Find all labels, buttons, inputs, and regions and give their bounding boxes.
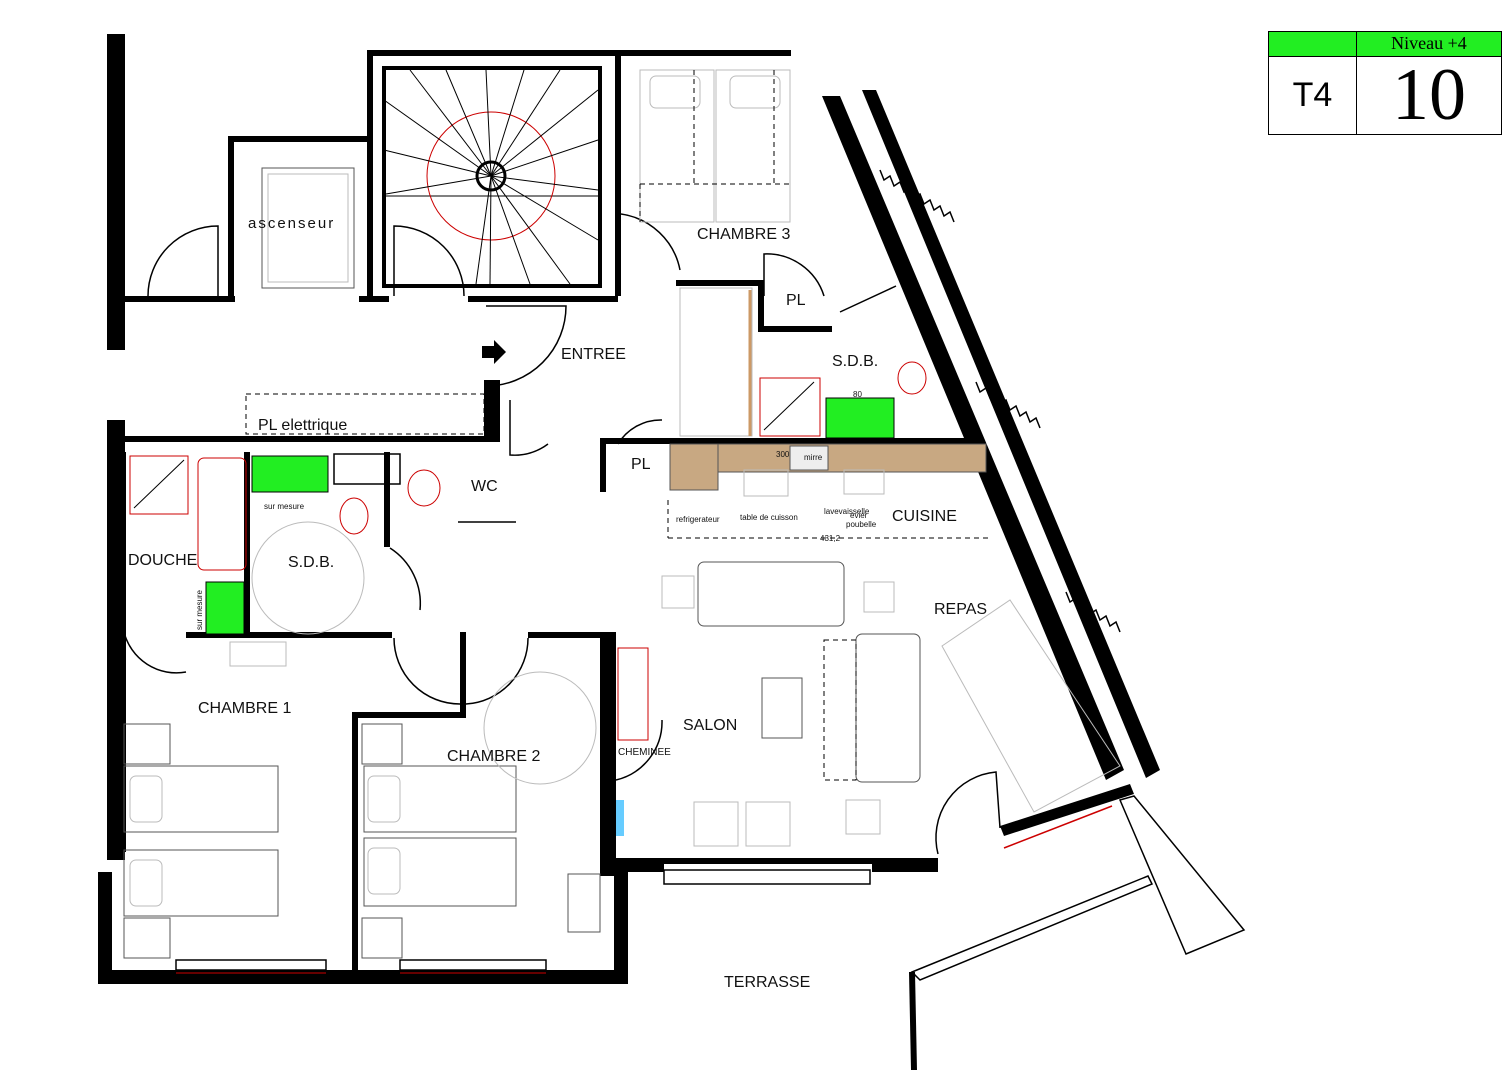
label-douche: DOUCHE — [128, 552, 197, 569]
note-sur-mesure-2: sur mesure — [195, 589, 204, 630]
label-cuisine: CUISINE — [892, 508, 957, 525]
label-cheminee: CHEMINEE — [618, 747, 671, 758]
label-salon: SALON — [683, 717, 737, 734]
label-chambre1: CHAMBRE 1 — [198, 700, 291, 717]
title-block: Niveau +4 T4 10 — [1268, 31, 1502, 135]
note-dim-431: 431,2 — [820, 534, 841, 543]
level-label: Niveau +4 — [1357, 32, 1501, 56]
apartment-number: 10 — [1392, 54, 1466, 136]
note-refrigerateur: refrigerateur — [676, 515, 720, 524]
title-block-green-cell — [1269, 32, 1357, 56]
label-pl-top: PL — [786, 292, 806, 309]
doors — [123, 213, 1001, 855]
annotations: sur mesure sur mesure refrigerateur tabl… — [195, 390, 877, 630]
room-labels: CHAMBRE 3 ENTREE PL S.D.B. PL elettrique… — [128, 226, 987, 991]
note-sur-mesure-1: sur mesure — [264, 502, 305, 511]
label-pl-elettrique: PL elettrique — [258, 417, 347, 434]
windows — [175, 169, 1121, 974]
elevator-label: ascenseur — [248, 215, 335, 232]
label-terrasse: TERRASSE — [724, 974, 810, 991]
note-lave-vaisselle: lavevaisselle — [824, 507, 870, 516]
kitchen-counter — [667, 443, 992, 539]
elevator: ascenseur — [248, 167, 355, 289]
note-poubelle: poubelle — [846, 520, 877, 529]
label-repas: REPAS — [934, 601, 987, 618]
title-block-header — [1269, 32, 1501, 57]
label-chambre3: CHAMBRE 3 — [697, 226, 790, 243]
note-evier: evier — [850, 511, 868, 520]
spiral-staircase — [382, 66, 602, 288]
walls — [98, 34, 1246, 1071]
apartment-type: T4 — [1269, 57, 1357, 134]
living-furniture — [616, 561, 1121, 847]
label-sdb-left: S.D.B. — [288, 554, 334, 571]
label-sdb-right: S.D.B. — [832, 353, 878, 370]
label-pl-kitchen: PL — [631, 456, 651, 473]
bathroom-right-fixtures — [679, 287, 927, 439]
label-wc: WC — [471, 478, 498, 495]
label-chambre2: CHAMBRE 2 — [447, 748, 540, 765]
bathroom-left-fixtures — [129, 453, 441, 635]
floor-plan: ascenseur — [98, 34, 1246, 1071]
note-dim-80: 80 — [853, 390, 862, 399]
note-dim-300: 300 — [776, 450, 790, 459]
dashed-guides — [245, 184, 641, 435]
label-entree: ENTREE — [561, 346, 626, 363]
note-mirre: mirre — [804, 453, 823, 462]
bedroom-beds — [123, 641, 601, 959]
note-table-cuisson: table de cuisson — [740, 513, 798, 522]
chambre3-beds — [639, 69, 791, 223]
